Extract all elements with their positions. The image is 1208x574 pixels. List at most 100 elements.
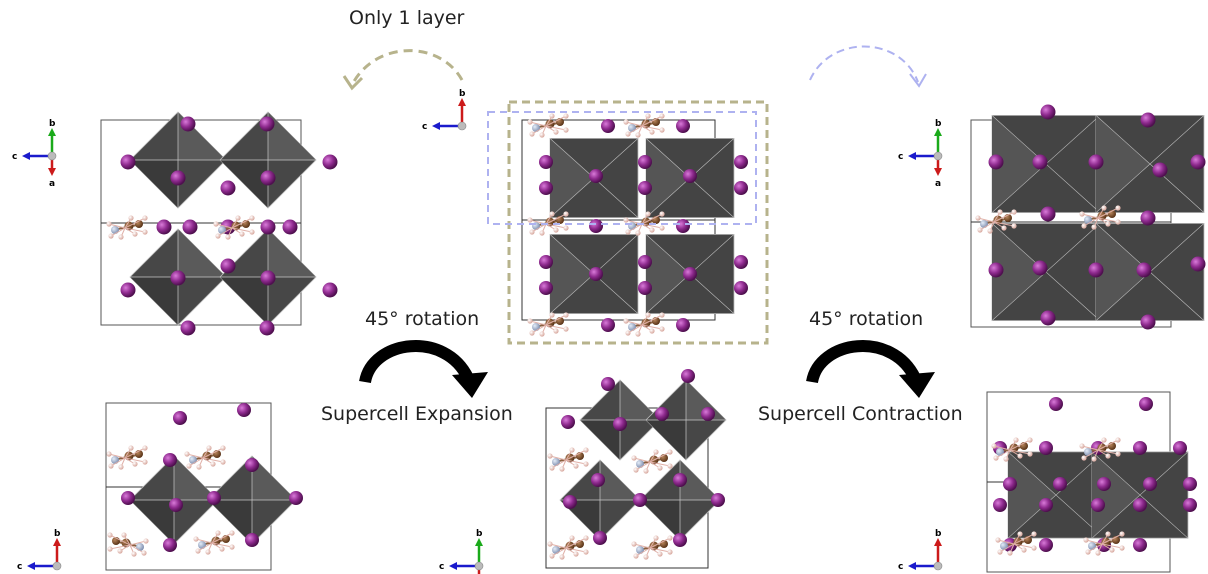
axis-triad-top-center: cb: [422, 89, 467, 132]
iodine-atom: [613, 417, 627, 431]
hydrogen-atom: [559, 466, 565, 472]
hydrogen-atom: [549, 465, 555, 471]
hydrogen-atom: [539, 331, 545, 337]
iodine-atom: [673, 533, 687, 547]
hydrogen-atom: [118, 234, 124, 240]
olive-dashed-arrow: [350, 49, 464, 86]
nitrogen-atom: [628, 323, 636, 331]
hydrogen-atom: [573, 463, 579, 469]
nitrogen-atom: [1088, 542, 1096, 550]
hydrogen-atom: [659, 225, 665, 231]
hydrogen-atom: [995, 537, 1001, 543]
iodine-atom: [676, 119, 690, 133]
hydrogen-atom: [1027, 451, 1033, 457]
hydrogen-atom: [1105, 221, 1111, 227]
hydrogen-atom: [635, 132, 641, 138]
hydrogen-atom: [1115, 451, 1121, 457]
nitrogen-atom: [532, 323, 540, 331]
hydrogen-atom: [657, 465, 663, 471]
hydrogen-atom: [108, 233, 114, 239]
hydrogen-atom: [549, 312, 555, 318]
svg-text:b: b: [459, 89, 466, 99]
iodine-atom: [638, 155, 652, 169]
iodine-atom: [711, 493, 725, 507]
svg-text:b: b: [49, 119, 56, 129]
hydrogen-atom: [559, 554, 565, 560]
hydrogen-atom: [649, 227, 655, 233]
svg-text:c: c: [898, 562, 903, 572]
iodine-atom: [1183, 498, 1197, 512]
nitrogen-atom: [628, 124, 636, 132]
iodine-atom: [601, 119, 615, 133]
hydrogen-atom: [991, 443, 997, 449]
hydrogen-atom: [128, 215, 134, 221]
hydrogen-atom: [213, 221, 219, 227]
svg-text:c: c: [898, 152, 903, 162]
iodine-atom: [182, 219, 198, 235]
nitrogen-atom: [111, 456, 119, 464]
hydrogen-atom: [569, 535, 575, 541]
hydrogen-atom: [645, 113, 651, 119]
hydrogen-atom: [196, 464, 202, 470]
blue-dashed-box: [487, 111, 757, 225]
supercell-expansion-label: Supercell Expansion: [321, 403, 513, 425]
hydrogen-atom: [1085, 549, 1091, 555]
hydrogen-atom: [142, 445, 148, 451]
hydrogen-atom: [667, 535, 673, 541]
hydrogen-atom: [206, 445, 212, 451]
nitrogen-atom: [136, 543, 144, 551]
hydrogen-atom: [220, 459, 226, 465]
hydrogen-atom: [1101, 437, 1107, 443]
hydrogen-atom: [1119, 531, 1125, 537]
hydrogen-atom: [631, 455, 637, 461]
hydrogen-atom: [623, 217, 629, 223]
iodine-atom: [1140, 314, 1156, 330]
iodine-atom: [1053, 477, 1067, 491]
hydrogen-atom: [1027, 437, 1033, 443]
hydrogen-atom: [1083, 537, 1089, 543]
iodine-atom: [1133, 538, 1147, 552]
iodine-atom: [1140, 210, 1156, 226]
hydrogen-atom: [583, 461, 589, 467]
nitrogen-atom: [1000, 542, 1008, 550]
nitrogen-atom: [1084, 216, 1092, 224]
hydrogen-atom: [229, 530, 235, 536]
hydrogen-atom: [667, 549, 673, 555]
hydrogen-atom: [229, 544, 235, 550]
hydrogen-atom: [529, 229, 535, 235]
hydrogen-atom: [1095, 550, 1101, 556]
iodine-atom: [1040, 104, 1056, 120]
iodine-atom: [260, 219, 276, 235]
supercell-contraction-label: Supercell Contraction: [758, 403, 963, 425]
hydrogen-atom: [220, 445, 226, 451]
hydrogen-atom: [128, 445, 134, 451]
panel-top-left: [100, 111, 338, 336]
hydrogen-atom: [659, 113, 665, 119]
iodine-atom: [1032, 154, 1048, 170]
hydrogen-atom: [659, 127, 665, 133]
iodine-atom: [120, 154, 136, 170]
iodine-atom: [207, 491, 221, 505]
svg-text:c: c: [17, 562, 22, 572]
hydrogen-atom: [143, 538, 149, 544]
iodine-atom: [170, 170, 186, 186]
panel-top-center: [487, 100, 769, 345]
hydrogen-atom: [553, 227, 559, 233]
hydrogen-atom: [249, 229, 255, 235]
iodine-atom: [1088, 262, 1104, 278]
iodine-atom: [1190, 154, 1206, 170]
hydrogen-atom: [1031, 531, 1037, 537]
hydrogen-atom: [563, 326, 569, 332]
hydrogen-atom: [225, 234, 231, 240]
hydrogen-atom: [118, 464, 124, 470]
hydrogen-atom: [1021, 547, 1027, 553]
panel-top-right: [970, 104, 1206, 330]
hydrogen-atom: [195, 548, 201, 554]
hydrogen-atom: [583, 549, 589, 555]
iodine-atom: [1088, 154, 1104, 170]
iodine-atom: [561, 415, 575, 429]
iodine-atom: [1190, 256, 1206, 272]
hydrogen-atom: [657, 551, 663, 557]
iodine-atom: [1091, 498, 1105, 512]
iodine-atom: [589, 219, 603, 233]
